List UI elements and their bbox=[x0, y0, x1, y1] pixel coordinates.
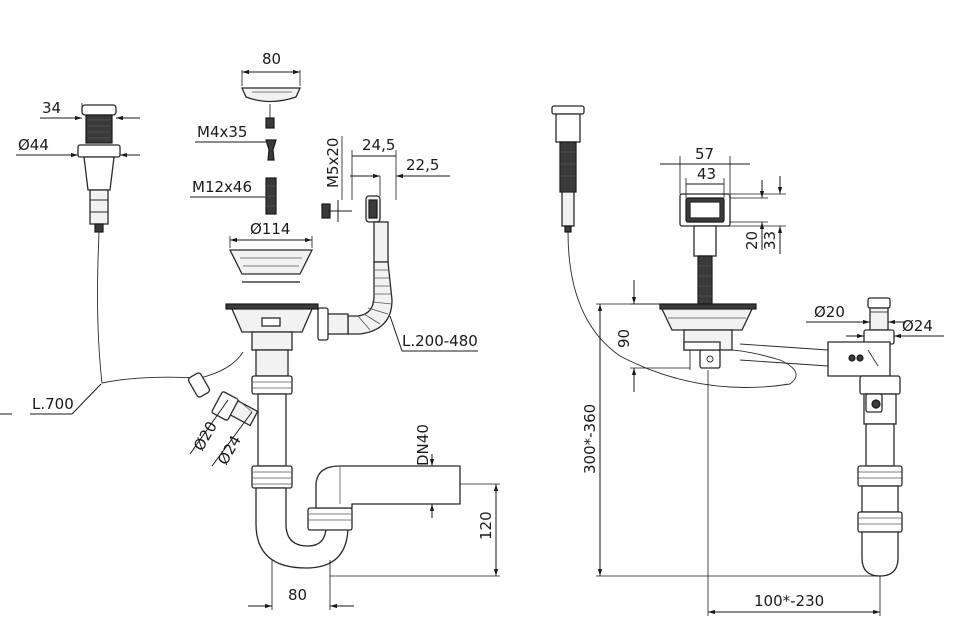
label-20-overflow: Ø20 bbox=[814, 303, 845, 321]
dim-80-top: 80 bbox=[241, 50, 301, 86]
label-m4x35: M4x35 bbox=[197, 123, 247, 141]
sink-strainer-body bbox=[225, 303, 319, 395]
sink-strainer-body-right bbox=[659, 303, 757, 370]
dim-80-bottom: 80 bbox=[248, 560, 354, 610]
remote-control-knob bbox=[77, 104, 121, 233]
right-installed-assembly: 57 43 20 33 bbox=[551, 105, 944, 616]
label-dn40: DN40 bbox=[414, 424, 432, 466]
dim-44: Ø44 bbox=[16, 136, 140, 158]
label-33: 33 bbox=[761, 231, 779, 250]
label-114: Ø114 bbox=[250, 220, 290, 238]
label-43: 43 bbox=[697, 165, 716, 183]
dim-20-right: 20 bbox=[730, 180, 768, 250]
label-m5x20: M5x20 bbox=[324, 138, 342, 188]
dim-34: 34 bbox=[40, 99, 140, 121]
tailpiece-nut bbox=[251, 465, 293, 489]
dim-l700: L.700 bbox=[0, 383, 102, 415]
dim-90: 90 bbox=[615, 280, 690, 392]
label-24-left: Ø24 bbox=[214, 432, 245, 468]
dishwasher-inlet bbox=[211, 391, 259, 427]
dim-l200: L.200-480 bbox=[389, 315, 478, 352]
dim-100-230: 100*-230 bbox=[707, 370, 881, 616]
label-100-230: 100*-230 bbox=[754, 592, 824, 610]
label-80-bottom: 80 bbox=[288, 586, 307, 604]
label-20-left: Ø20 bbox=[190, 418, 221, 454]
control-cable bbox=[97, 231, 244, 384]
dim-24-5: 24,5 bbox=[351, 136, 397, 200]
dim-43: 43 bbox=[685, 165, 725, 198]
outlet-pipe bbox=[315, 465, 461, 509]
dim-24-left: Ø24 bbox=[211, 411, 253, 468]
dim-22-5: 22,5 bbox=[350, 156, 450, 196]
label-l700: L.700 bbox=[32, 395, 74, 413]
label-34: 34 bbox=[42, 99, 61, 117]
label-m12x46: M12x46 bbox=[192, 178, 252, 196]
dim-m5x20: M5x20 bbox=[324, 136, 343, 200]
label-24-5: 24,5 bbox=[362, 136, 395, 154]
dim-dn40: DN40 bbox=[414, 424, 435, 518]
label-44: Ø44 bbox=[18, 136, 49, 154]
cable-clip bbox=[187, 372, 211, 398]
dim-33: 33 bbox=[716, 176, 786, 254]
remote-control-knob-right bbox=[551, 105, 585, 233]
dim-300-360: 300*-360 bbox=[581, 303, 880, 577]
overflow-fitting bbox=[321, 195, 389, 263]
label-20-right: 20 bbox=[743, 231, 761, 250]
square-strainer-plug bbox=[679, 193, 731, 305]
vertical-trap-right bbox=[857, 375, 903, 577]
label-80-top: 80 bbox=[262, 50, 281, 68]
label-90: 90 bbox=[615, 329, 633, 348]
dim-20-overflow: Ø20 bbox=[806, 303, 906, 325]
label-22-5: 22,5 bbox=[406, 156, 439, 174]
dim-114: Ø114 bbox=[229, 220, 313, 248]
label-57: 57 bbox=[695, 145, 714, 163]
label-120: 120 bbox=[477, 511, 495, 540]
dim-24-overflow: Ø24 bbox=[846, 317, 944, 339]
trap-nut bbox=[307, 507, 353, 531]
label-l200: L.200-480 bbox=[402, 332, 478, 350]
dim-120: 120 bbox=[330, 484, 500, 577]
strainer-cap bbox=[240, 87, 302, 129]
control-cable-right bbox=[567, 231, 797, 388]
dim-57: 57 bbox=[660, 145, 750, 194]
tailpiece-pipe bbox=[257, 393, 287, 467]
label-24-overflow: Ø24 bbox=[902, 317, 933, 335]
label-300-360: 300*-360 bbox=[581, 404, 599, 474]
screw-m4x35: M4x35 bbox=[195, 123, 277, 161]
left-exploded-assembly: 34 Ø44 80 M4x35 bbox=[0, 50, 500, 610]
corrugated-overflow-hose bbox=[317, 261, 393, 341]
strainer-basket bbox=[228, 249, 314, 283]
screw-m12x46: M12x46 bbox=[190, 177, 277, 215]
